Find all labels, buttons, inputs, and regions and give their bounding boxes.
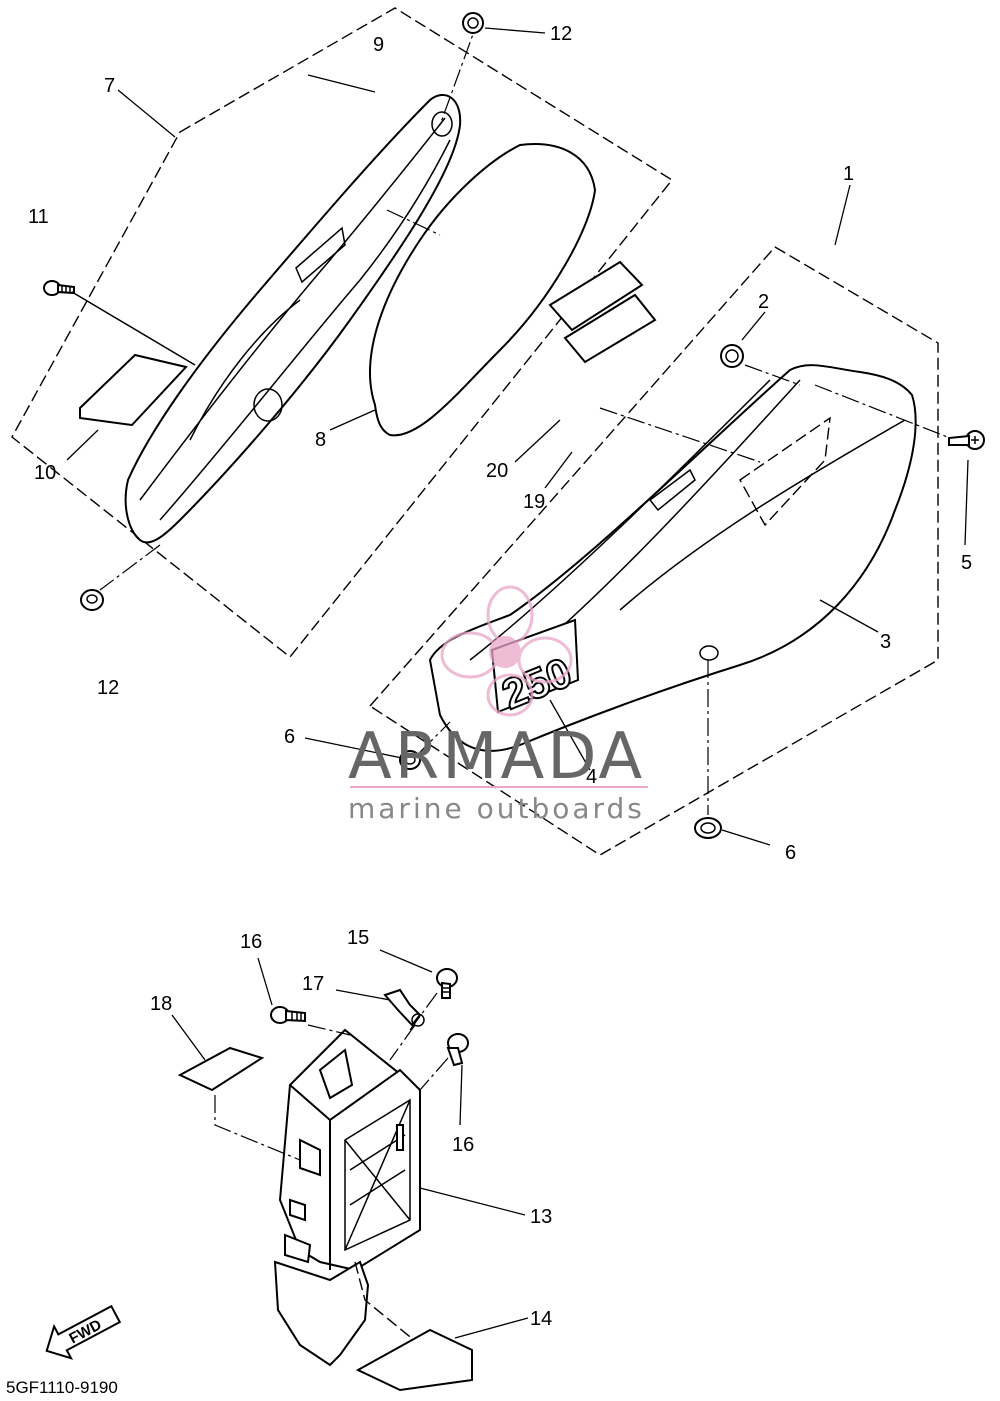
callout-7: 7 [104, 75, 115, 97]
group-boundary-1 [368, 246, 939, 856]
callout-13: 13 [530, 1206, 552, 1228]
diagram-code: 5GF1110-9190 [6, 1378, 118, 1397]
grommet-6-bottom [694, 817, 722, 839]
watermark-title: ARMADA [348, 720, 645, 794]
callout-11: 11 [28, 206, 49, 228]
watermark-subtitle: marine outboards [348, 792, 645, 825]
callout-4: 4 [586, 766, 597, 788]
bolt-16-left [270, 1006, 306, 1024]
watermark: ARMADA marine outboards [348, 585, 648, 825]
callout-1: 1 [843, 163, 854, 185]
callout-17: 17 [302, 973, 324, 995]
bolt-11 [43, 280, 75, 296]
grommet-2 [720, 344, 744, 368]
callout-5: 5 [961, 552, 972, 574]
callout-12-top: 12 [550, 23, 572, 45]
callout-14: 14 [530, 1308, 552, 1330]
decal-19 [563, 293, 657, 364]
callout-19: 19 [523, 491, 545, 513]
right-cover-group: 250 [304, 184, 985, 856]
callout-18: 18 [150, 993, 172, 1015]
battery-box-group [171, 949, 529, 1392]
callout-15: 15 [347, 927, 369, 949]
decal-20 [548, 260, 644, 332]
grommet-6-left [399, 750, 421, 770]
bolt-5 [948, 430, 985, 450]
callout-20: 20 [486, 460, 508, 482]
decal-area [739, 416, 831, 527]
bolt-16-right [446, 1033, 469, 1067]
callout-12-bottom: 12 [97, 677, 119, 699]
callout-2: 2 [758, 291, 769, 313]
flower-logo [440, 585, 573, 717]
callouts: 1 2 3 4 5 6 6 7 8 9 10 11 12 12 13 14 15… [28, 23, 972, 1330]
callout-16-right: 16 [452, 1134, 474, 1156]
callout-6-bottom: 6 [785, 842, 796, 864]
grommet-12-top [462, 12, 484, 34]
callout-16-left: 16 [240, 931, 262, 953]
left-cover-group [11, 7, 674, 658]
bolt-15 [436, 968, 458, 999]
grommet-12-bottom [80, 589, 104, 611]
decal-10 [79, 353, 188, 427]
pad-8 [369, 143, 597, 437]
callout-3: 3 [880, 631, 891, 653]
callout-8: 8 [315, 429, 326, 451]
callout-6-left: 6 [284, 726, 295, 748]
left-side-cover [124, 94, 462, 544]
callout-10: 10 [34, 462, 56, 484]
callout-9: 9 [373, 34, 384, 56]
fwd-arrow-icon: FWD [45, 1304, 122, 1360]
label-18 [177, 1046, 265, 1092]
plate-14 [355, 1328, 473, 1392]
bracket-17 [383, 988, 422, 1027]
group-boundary-7 [11, 7, 674, 658]
bottom-bracket [273, 1260, 370, 1367]
mount-hole-top [431, 111, 453, 137]
grommet-hole [253, 388, 283, 422]
